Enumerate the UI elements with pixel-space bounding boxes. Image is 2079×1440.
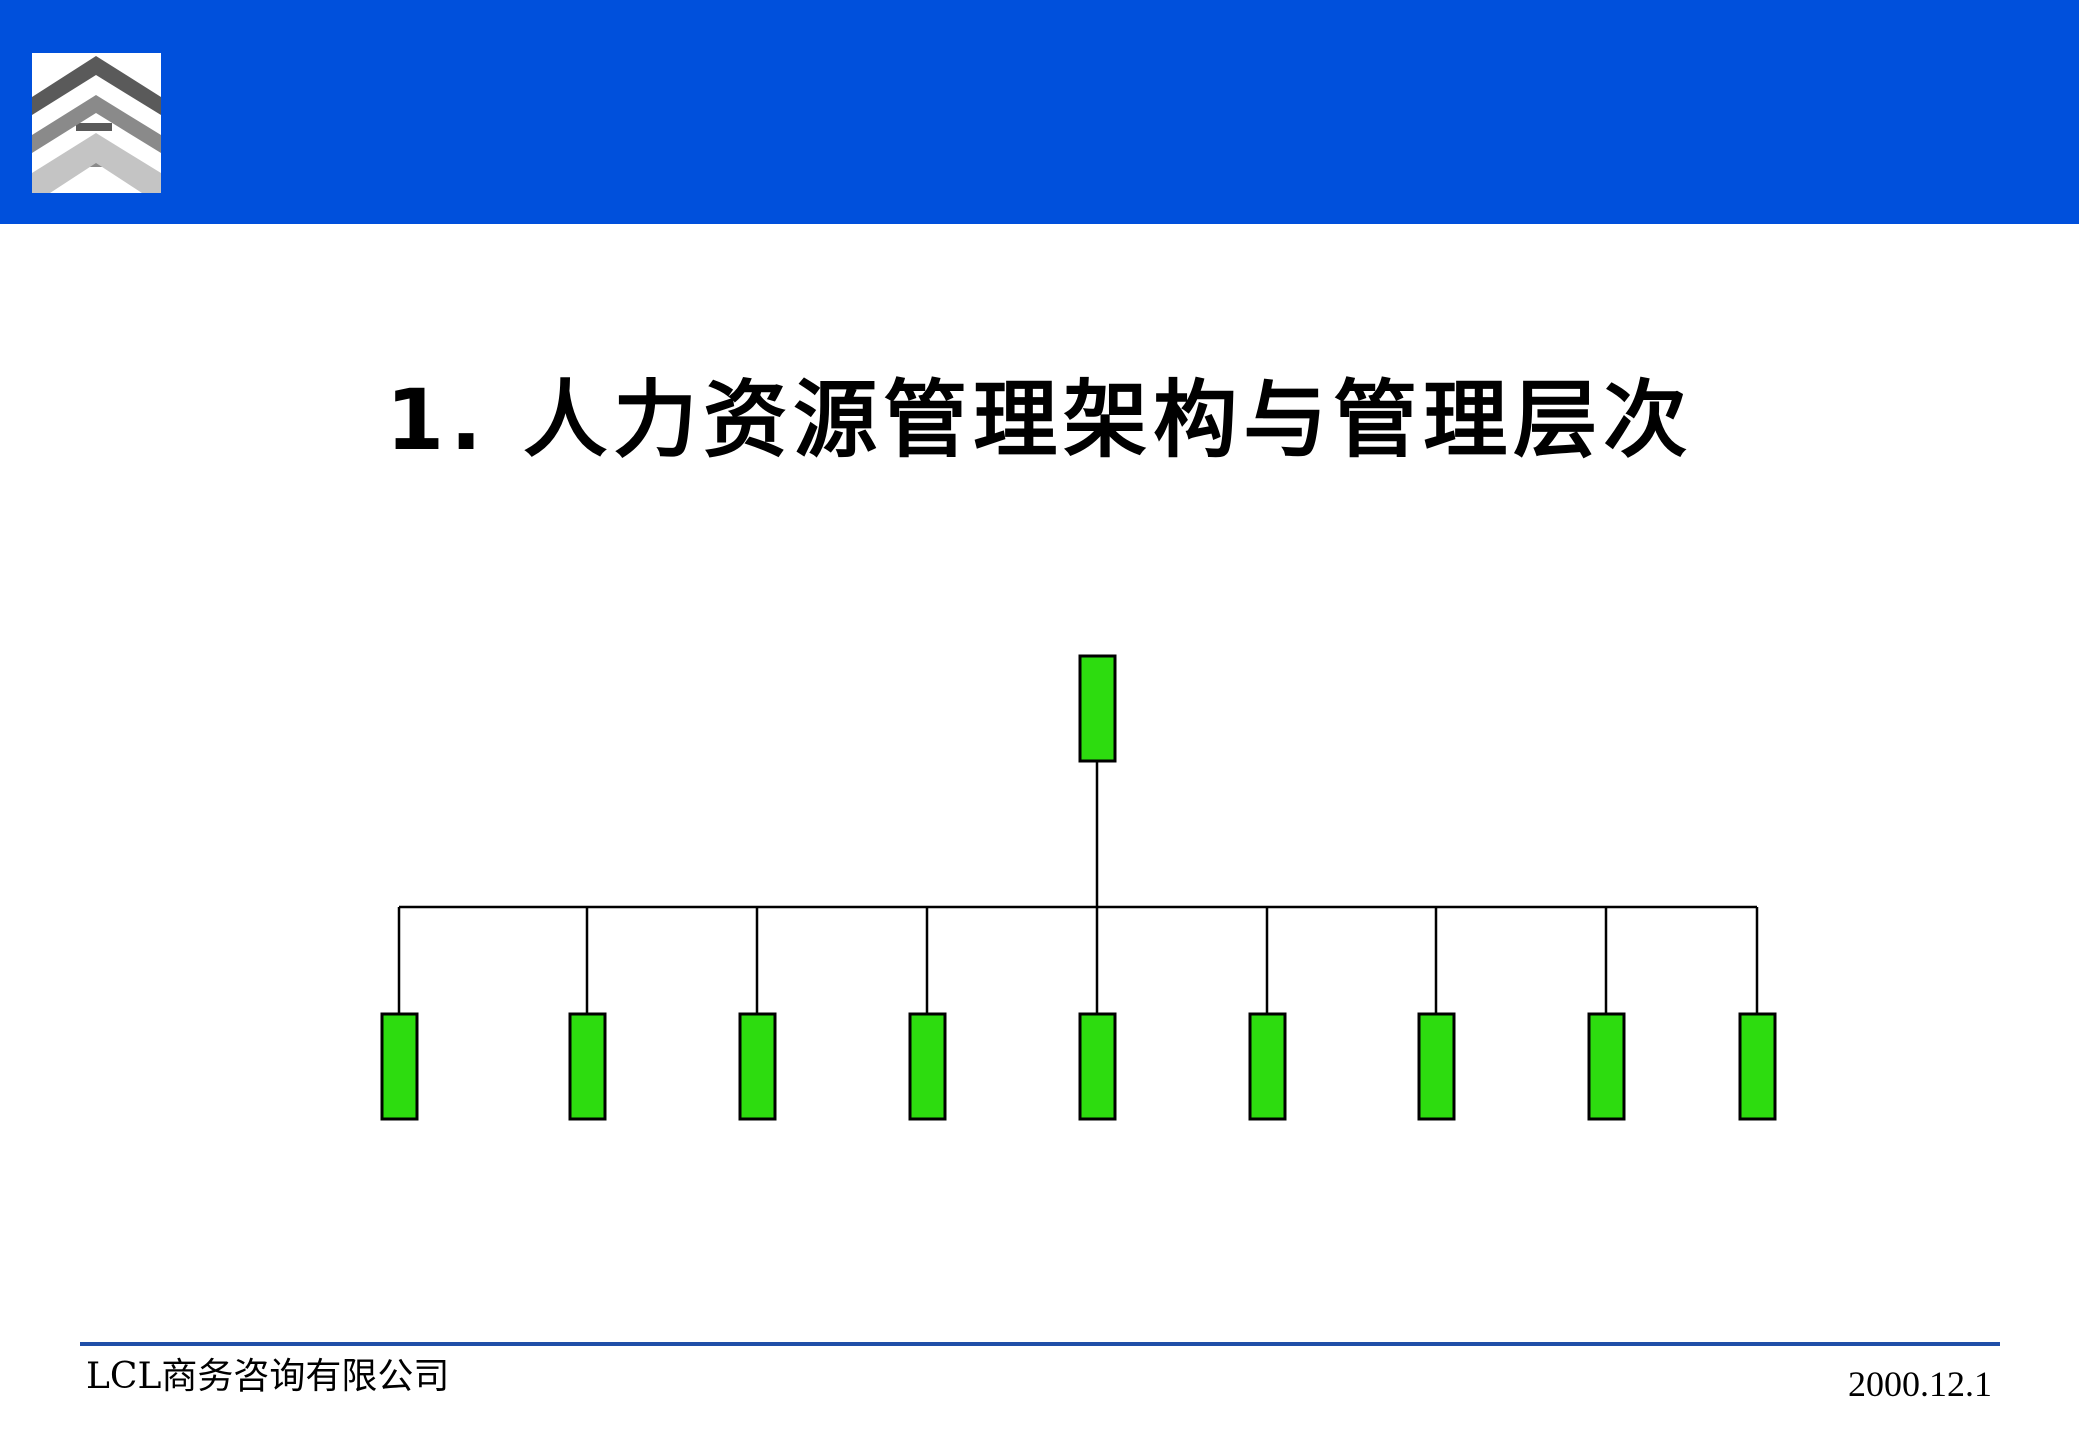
root-node xyxy=(1078,654,1117,763)
child-node-2 xyxy=(568,1012,607,1121)
company-logo-icon xyxy=(32,53,161,193)
child-node-8 xyxy=(1587,1012,1626,1121)
child-node-5 xyxy=(1078,1012,1117,1121)
footer-company-name: LCL商务咨询有限公司 xyxy=(86,1356,450,1397)
connector-lines xyxy=(397,761,1759,1014)
footer-divider xyxy=(80,1342,2000,1346)
child-node-7 xyxy=(1417,1012,1456,1121)
child-node-9 xyxy=(1738,1012,1777,1121)
child-node-4 xyxy=(908,1012,947,1121)
footer-date: 2000.12.1 xyxy=(1848,1364,1992,1404)
child-node-3 xyxy=(738,1012,777,1121)
child-node-1 xyxy=(380,1012,419,1121)
org-nodes xyxy=(380,654,1777,1121)
stacked-chevrons-logo-icon xyxy=(32,53,161,193)
header-band xyxy=(0,0,2079,224)
child-node-6 xyxy=(1248,1012,1287,1121)
slide-title: 1. 人力资源管理架构与管理层次 xyxy=(385,371,1694,469)
